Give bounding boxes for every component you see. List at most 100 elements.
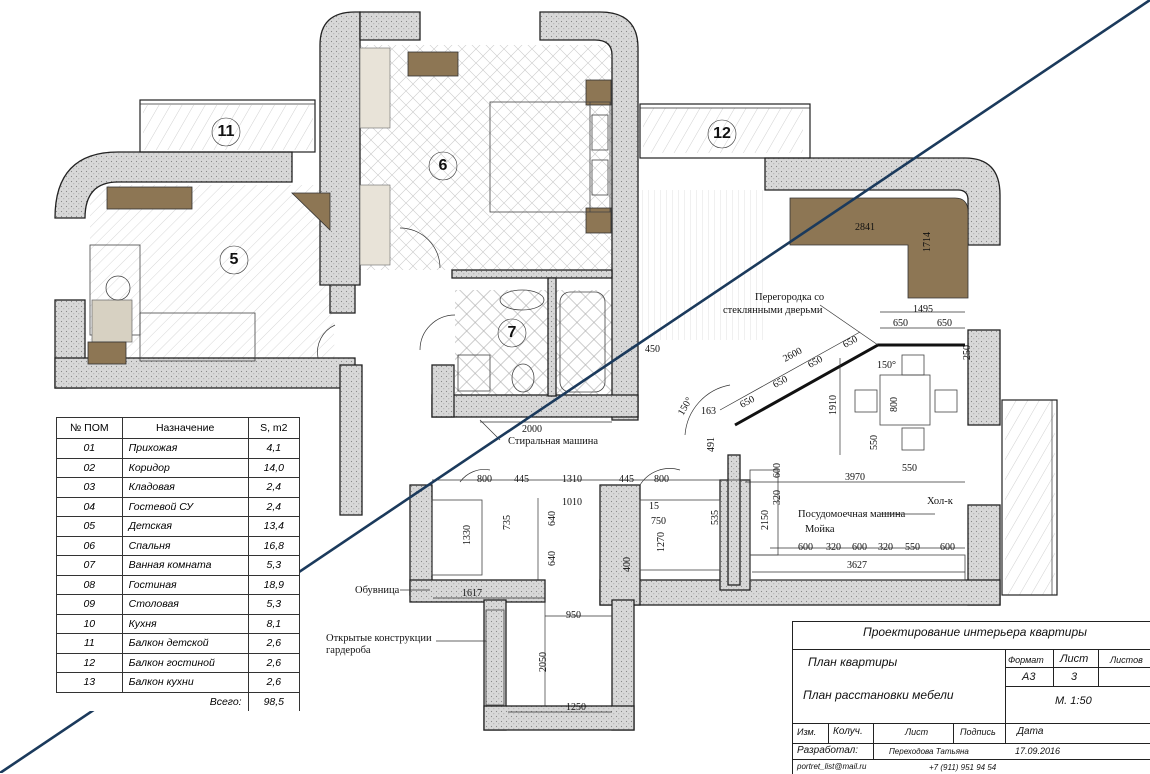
dimension-texts: 2841 1714 1495 650 650 250 2600 650 650 … [462, 222, 973, 713]
svg-text:Посудомоечная машина: Посудомоечная машина [798, 509, 906, 520]
room-number-cell: 11 [56, 633, 123, 654]
svg-text:445: 445 [514, 474, 529, 485]
svg-text:650: 650 [806, 354, 824, 371]
svg-text:800: 800 [654, 474, 669, 485]
room-number-6: 6 [439, 157, 448, 174]
date-value: 17.09.2016 [1015, 746, 1061, 756]
svg-text:150°: 150° [676, 396, 695, 418]
svg-text:800: 800 [477, 474, 492, 485]
room-purpose-cell: Прихожая [121, 438, 249, 459]
room-area-cell: 2,6 [247, 652, 301, 673]
room-area-cell: 16,8 [247, 535, 301, 556]
svg-text:150°: 150° [877, 360, 896, 371]
annotations: Перегородка со стеклянными дверьми Стира… [326, 292, 954, 656]
col-header-purpose: Назначение [121, 417, 249, 439]
developer-name: Переходова Татьяна [889, 747, 969, 756]
svg-text:15: 15 [649, 501, 659, 512]
col-header-num: № ПОМ [56, 417, 123, 439]
format-value: А3 [1022, 671, 1036, 683]
room-area-cell: 2,4 [247, 477, 301, 498]
phone-value: +7 (911) 951 94 54 [929, 763, 997, 772]
dimension-lines [432, 311, 965, 713]
signature-label: Подпись [960, 727, 996, 737]
room-purpose-cell: Коридор [121, 457, 249, 478]
room-number-5: 5 [230, 251, 239, 268]
svg-text:650: 650 [893, 318, 908, 329]
svg-text:1495: 1495 [913, 304, 933, 315]
room-purpose-cell: Балкон гостиной [121, 652, 249, 673]
svg-text:1010: 1010 [562, 497, 582, 508]
svg-text:650: 650 [771, 374, 789, 391]
floor-fills [90, 45, 1055, 595]
col-header-area: S, m2 [247, 417, 301, 439]
room-number-11: 11 [218, 123, 235, 140]
project-title: Проектирование интерьера квартиры [863, 625, 1087, 639]
svg-text:650: 650 [937, 318, 952, 329]
svg-text:640: 640 [547, 551, 558, 566]
room-purpose-cell: Ванная комната [121, 555, 249, 576]
room-area-cell: 2,6 [247, 672, 301, 693]
svg-text:Открытые конструкции: Открытые конструкции [326, 633, 432, 644]
room-number-cell: 13 [56, 672, 123, 693]
svg-text:600: 600 [772, 463, 783, 478]
svg-text:Хол-к: Хол-к [927, 496, 954, 507]
room-purpose-cell: Детская [121, 516, 249, 537]
svg-text:1310: 1310 [562, 474, 582, 485]
room-purpose-cell: Кухня [121, 613, 249, 634]
svg-text:1270: 1270 [656, 532, 667, 552]
title-block: Проектирование интерьера квартиры План к… [792, 621, 1150, 774]
room-area-cell: 13,4 [247, 516, 301, 537]
room-purpose-cell: Кладовая [121, 477, 249, 498]
svg-text:3627: 3627 [847, 560, 867, 571]
svg-text:535: 535 [710, 510, 721, 525]
svg-text:2000: 2000 [522, 424, 542, 435]
furniture [87, 47, 969, 706]
svg-text:2600: 2600 [781, 346, 804, 365]
room-number-cell: 02 [56, 457, 123, 478]
room-number-7: 7 [508, 324, 517, 341]
svg-text:550: 550 [905, 542, 920, 553]
svg-text:Мойка: Мойка [805, 524, 835, 535]
room-number-cell: 03 [56, 477, 123, 498]
izm-label: Изм. [797, 727, 817, 737]
sheet-label: Лист [1060, 653, 1089, 665]
room-area-cell: 18,9 [247, 574, 301, 595]
svg-text:750: 750 [651, 516, 666, 527]
svg-text:Стиральная машина: Стиральная машина [508, 436, 598, 447]
room-number-cell: 05 [56, 516, 123, 537]
total-row: Всего:98,5 [57, 691, 301, 711]
room-area-cell: 5,3 [247, 594, 301, 615]
format-label: Формат [1008, 655, 1044, 665]
svg-text:491: 491 [706, 437, 717, 452]
room-area-cell: 2,4 [247, 496, 301, 517]
walls [54, 11, 1001, 731]
room-number-cell: 12 [56, 652, 123, 673]
svg-text:1330: 1330 [462, 525, 473, 545]
room-number-12: 12 [713, 125, 731, 142]
svg-text:400: 400 [622, 557, 633, 572]
svg-text:735: 735 [502, 515, 513, 530]
room-purpose-cell: Спальня [121, 535, 249, 556]
room-purpose-cell: Балкон детской [121, 633, 249, 654]
svg-text:1617: 1617 [462, 588, 482, 599]
doors [317, 227, 731, 486]
total-value: 98,5 [248, 691, 301, 711]
svg-text:320: 320 [772, 490, 783, 505]
sheet-value: 3 [1071, 671, 1078, 683]
svg-text:Обувница: Обувница [355, 585, 400, 596]
room-purpose-cell: Гостевой СУ [121, 496, 249, 517]
sheet-subtitle: План расстановки мебели [803, 688, 954, 702]
svg-text:2050: 2050 [538, 652, 549, 672]
svg-text:стеклянными дверьми: стеклянными дверьми [723, 305, 823, 316]
